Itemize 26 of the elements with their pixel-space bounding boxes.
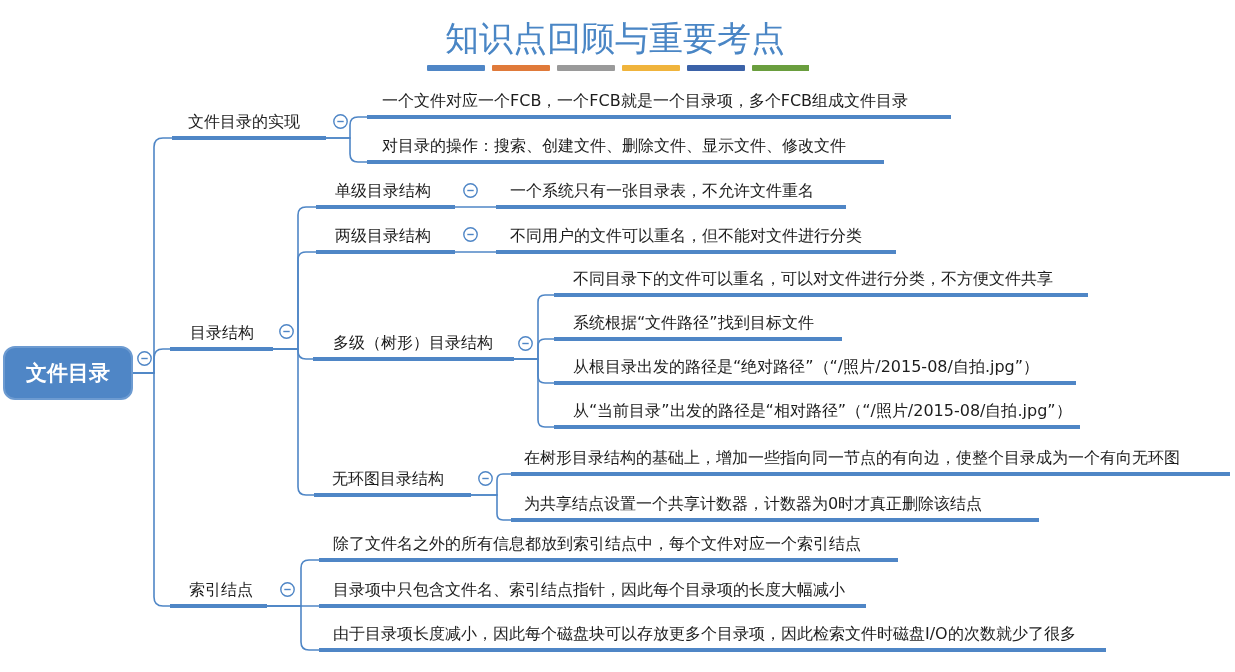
underlined-topic: 一个文件对应一个FCB，一个FCB就是一个目录项，多个FCB组成文件目录 <box>367 87 951 119</box>
underlined-topic: 多级（树形）目录结构 <box>313 329 514 361</box>
connector-line <box>266 605 320 651</box>
underlined-topic: 除了文件名之外的所有信息都放到索引结点中，每个文件对应一个索引结点 <box>319 530 898 562</box>
connector-line <box>470 494 512 521</box>
connector-line <box>454 251 497 253</box>
underlined-topic: 单级目录结构 <box>316 177 455 209</box>
underlined-topic: 不同用户的文件可以重名，但不能对文件进行分类 <box>496 222 896 254</box>
title: 知识点回顾与重要考点 <box>445 17 785 59</box>
underlined-topic: 在树形目录结构的基础上，增加一些指向同一节点的有向边，使整个目录成为一个有向无环图 <box>511 444 1230 476</box>
underlined-topic: 一个系统只有一张目录表，不允许文件重名 <box>496 177 846 209</box>
underlined-topic: 从根目录出发的路径是“绝对路径”（“/照片/2015-08/自拍.jpg”） <box>554 353 1076 385</box>
underlined-topic: 从“当前目录”出发的路径是“相对路径”（“/照片/2015-08/自拍.jpg”） <box>554 397 1080 429</box>
underlined-topic: 由于目录项长度减小，因此每个磁盘块可以存放更多个目录项，因此检索文件时磁盘I/O的次数就少了很多 <box>319 620 1106 652</box>
underlined-topic: 两级目录结构 <box>316 222 455 254</box>
underlined-topic: 文件目录的实现 <box>172 108 326 140</box>
underlined-topic: 无环图目录结构 <box>314 465 471 497</box>
underlined-topic: 对目录的操作：搜索、创建文件、删除文件、显示文件、修改文件 <box>367 132 884 164</box>
underlined-topic: 目录项中只包含文件名、索引结点指针，因此每个目录项的长度大幅减小 <box>319 576 866 608</box>
underlined-topic: 系统根据“文件路径”找到目标文件 <box>554 309 842 341</box>
underlined-topic: 索引结点 <box>170 576 267 608</box>
underlined-topic: 不同目录下的文件可以重名，可以对文件进行分类，不方便文件共享 <box>554 265 1088 297</box>
connector-line <box>454 206 497 208</box>
underlined-topic: 为共享结点设置一个共享计数器，计数器为0时才真正删除该结点 <box>511 490 1039 522</box>
central-topic-box: 文件目录 <box>3 346 133 400</box>
underlined-topic: 目录结构 <box>170 319 273 351</box>
